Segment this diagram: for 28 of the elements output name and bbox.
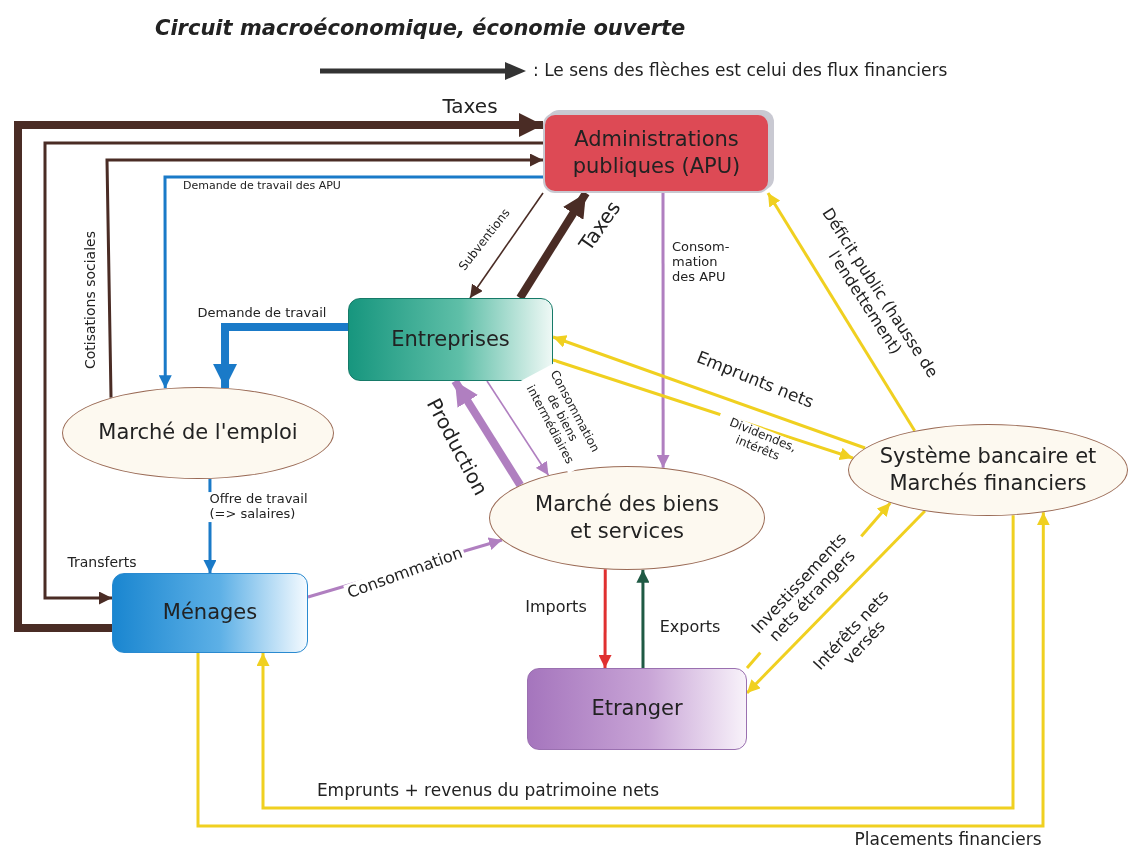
node-label: Marché des biens et services bbox=[534, 490, 720, 545]
process-box bbox=[527, 668, 747, 750]
node-label: Entreprises bbox=[391, 325, 510, 353]
process-box bbox=[348, 298, 553, 381]
flow-arrow bbox=[598, 569, 612, 668]
flow-arrow bbox=[105, 153, 543, 398]
flow-arrow bbox=[196, 512, 1050, 828]
node-label: Etranger bbox=[591, 695, 683, 723]
flow-arrow bbox=[158, 175, 543, 389]
process-box bbox=[112, 573, 308, 653]
flow-arrow bbox=[552, 335, 866, 450]
flow-arrow bbox=[469, 192, 544, 299]
flow-arrow bbox=[43, 141, 543, 605]
node-label: Système bancaire et Marchés financiers bbox=[878, 442, 1098, 497]
flow-arrow bbox=[486, 380, 550, 477]
legend-text: : Le sens des flèches est celui des flux financiers bbox=[533, 60, 948, 80]
flow-arrow bbox=[656, 193, 670, 468]
flow-arrow bbox=[213, 323, 348, 388]
node-label: Marché de l'emploi bbox=[97, 419, 299, 447]
edge-label: Imports bbox=[523, 597, 589, 617]
flow-arrow bbox=[745, 510, 926, 695]
diagram-title: Circuit macroéconomique, économie ouverte bbox=[155, 16, 686, 40]
flow-arrow bbox=[636, 569, 650, 668]
flow-arrow bbox=[14, 113, 543, 632]
node-label: Administrations publiques (APU) bbox=[571, 125, 742, 180]
flow-arrow bbox=[766, 192, 916, 432]
flow-arrow bbox=[256, 515, 1015, 810]
node-label: Ménages bbox=[162, 599, 258, 627]
